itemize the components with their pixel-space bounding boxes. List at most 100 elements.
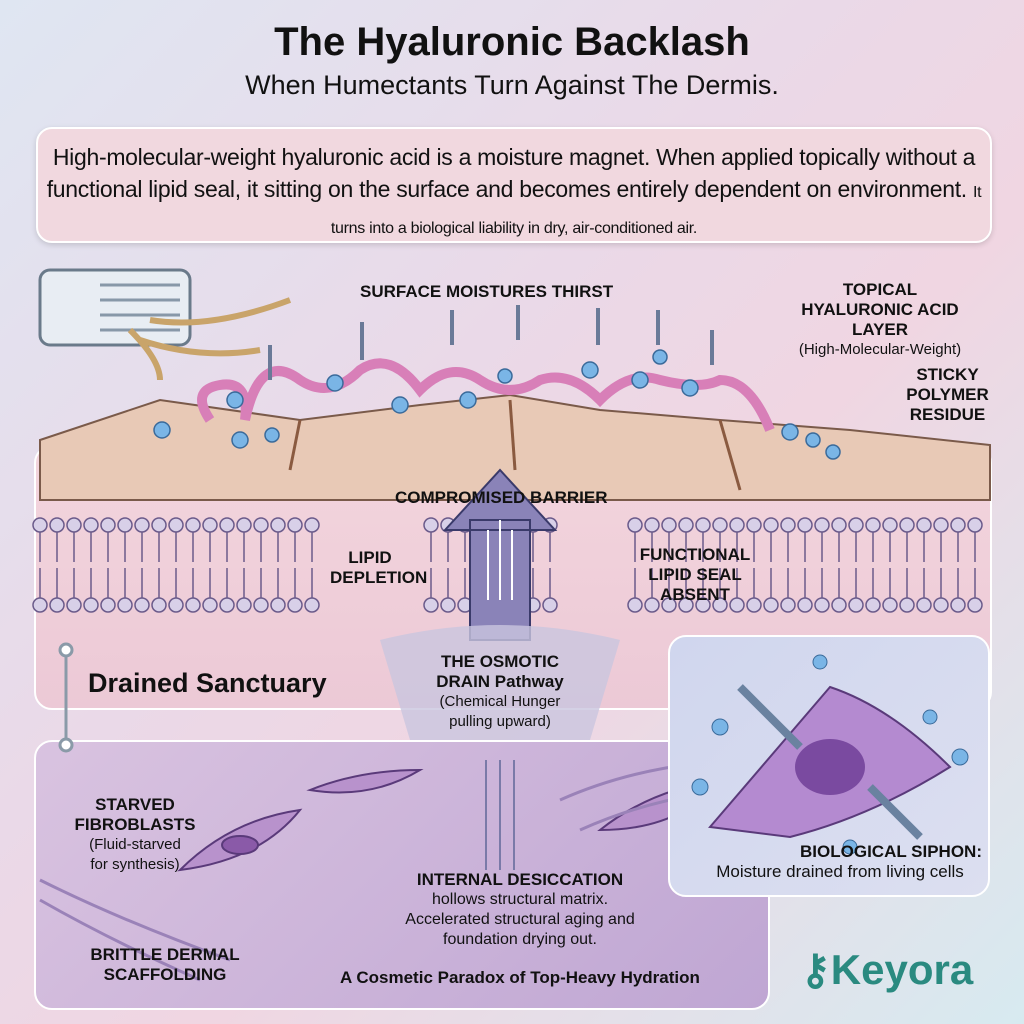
lipid-head [780, 597, 796, 613]
lipid-head [66, 517, 82, 533]
intro-text: High-molecular-weight hyaluronic acid is… [46, 144, 976, 202]
keyora-logo: ⚷Keyora [800, 946, 974, 993]
lipid-head [236, 517, 252, 533]
label-lipid-seal-absent: FUNCTIONAL LIPID SEAL ABSENT [639, 545, 751, 604]
lipid-head [151, 597, 167, 613]
label-lipid-depletion: LIPID DEPLETION [330, 548, 428, 587]
dermis-panel [34, 740, 770, 1010]
lipid-head [49, 517, 65, 533]
lipid-head [644, 517, 660, 533]
skin-surface [39, 393, 991, 501]
label-sticky-residue: STICKY POLYMER RESIDUE [906, 365, 989, 424]
connector-line [58, 642, 74, 753]
lipid-head [185, 517, 201, 533]
lipid-head [134, 517, 150, 533]
lipid-head [950, 597, 966, 613]
biological-siphon-panel [668, 635, 990, 897]
intro-note: It turns into a biological liability in … [330, 184, 982, 237]
lipid-head [83, 597, 99, 613]
lipid-head [219, 597, 235, 613]
label-topical-ha: TOPICAL HYALURONIC ACID LAYER (High-Mole… [798, 280, 962, 358]
label-paradox: A Cosmetic Paradox of Top-Heavy Hydratio… [340, 968, 700, 987]
subtitle: When Humectants Turn Against The Dermis. [245, 70, 779, 100]
label-internal-desiccation: INTERNAL DESICCATION hollows structural … [405, 870, 635, 948]
lipid-head [32, 597, 48, 613]
lipid-head [967, 517, 983, 533]
lipid-head [202, 517, 218, 533]
lipid-head [882, 517, 898, 533]
lipid-head [219, 517, 235, 533]
lipid-head [66, 597, 82, 613]
lipid-head [797, 597, 813, 613]
lipid-head [185, 597, 201, 613]
lipid-head [729, 517, 745, 533]
lipid-head [253, 597, 269, 613]
lipid-head [848, 597, 864, 613]
lipid-head [151, 517, 167, 533]
label-biological-siphon: BIOLOGICAL SIPHON: Moisture drained from… [716, 842, 982, 881]
key-icon: ⚷ [800, 946, 831, 993]
lipid-head [100, 517, 116, 533]
lipid-head [236, 597, 252, 613]
lipid-head [899, 597, 915, 613]
lipid-head [168, 517, 184, 533]
lipid-head [763, 517, 779, 533]
lipid-head [32, 517, 48, 533]
lipid-head [423, 517, 439, 533]
lipid-head [882, 597, 898, 613]
lipid-head [899, 517, 915, 533]
lipid-head [916, 517, 932, 533]
label-brittle-scaffolding: BRITTLE DERMAL SCAFFOLDING [90, 945, 240, 984]
lipid-head [49, 597, 65, 613]
lipid-head [746, 517, 762, 533]
lipid-head [270, 517, 286, 533]
evaporation-arrows [268, 305, 714, 380]
lipid-head [933, 517, 949, 533]
lipid-head [831, 517, 847, 533]
airflow-arrows [127, 297, 292, 381]
water-droplets [153, 349, 841, 460]
lipid-head [848, 517, 864, 533]
lipid-head [712, 517, 728, 533]
lipid-head [304, 517, 320, 533]
lipid-head [168, 597, 184, 613]
lipid-head [831, 597, 847, 613]
lipid-head [117, 517, 133, 533]
intro-box: High-molecular-weight hyaluronic acid is… [36, 127, 992, 243]
lipid-head [780, 517, 796, 533]
lipid-head [542, 597, 558, 613]
lipid-head [814, 517, 830, 533]
air-conditioner-icon [38, 268, 192, 347]
lipid-head [933, 597, 949, 613]
lipid-head [270, 597, 286, 613]
lipid-head [967, 597, 983, 613]
lipid-head [627, 517, 643, 533]
hyaluronic-chain [197, 358, 775, 432]
lipid-head [117, 597, 133, 613]
lipid-head [678, 517, 694, 533]
lipid-head [865, 517, 881, 533]
page-title: The Hyaluronic Backlash [274, 20, 750, 64]
fibroblast-cells [177, 768, 723, 872]
lipid-head [814, 597, 830, 613]
lipid-head [304, 597, 320, 613]
lipid-head [661, 517, 677, 533]
lipid-head [916, 597, 932, 613]
lipid-head [202, 597, 218, 613]
lipid-head [287, 597, 303, 613]
label-surface-thirst: SURFACE MOISTURES THIRST [360, 282, 614, 301]
lipid-head [423, 597, 439, 613]
lipid-head [83, 517, 99, 533]
lipid-head [950, 517, 966, 533]
lipid-head [134, 597, 150, 613]
label-starved-fibroblasts: STARVED FIBROBLASTS (Fluid-starved for s… [74, 795, 196, 873]
lipid-head [253, 517, 269, 533]
label-compromised-barrier: COMPROMISED BARRIER [395, 488, 608, 507]
label-osmotic-drain: THE OSMOTIC DRAIN Pathway (Chemical Hung… [436, 652, 564, 730]
lipid-head [763, 597, 779, 613]
lipid-head [440, 597, 456, 613]
siphon-cell-icon [691, 654, 969, 855]
label-drained-sanctuary: Drained Sanctuary [88, 668, 327, 698]
lipid-head [695, 517, 711, 533]
lipid-head [100, 597, 116, 613]
